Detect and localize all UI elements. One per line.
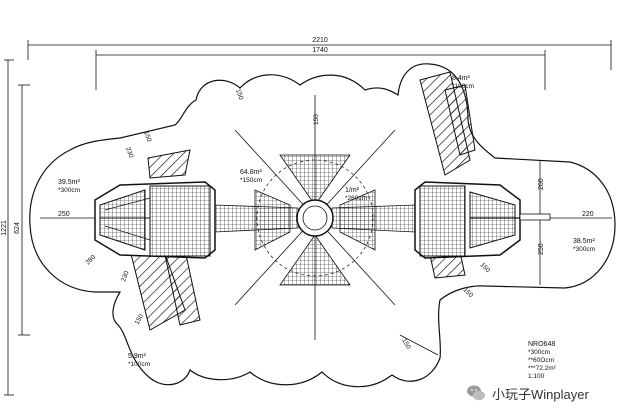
bottom-left-area-height: *100cm (128, 361, 150, 368)
title-block-line1: *300cm (528, 349, 550, 356)
right-ship-tower (414, 181, 551, 259)
title-block-line2: **60Ocm (528, 357, 554, 364)
center-area-height: *150cm (240, 177, 262, 184)
dimension-lines (4, 40, 612, 396)
radius-left: 250 (58, 211, 70, 218)
dim-150-top: 150 (313, 114, 320, 125)
dim-230-b: 230 (120, 270, 130, 283)
watermark: 小玩子Winplayer (466, 382, 589, 404)
left-ship-tower (94, 181, 216, 259)
dim-150-e: 150 (134, 313, 146, 326)
left-area-value: 39.5m² (58, 179, 80, 186)
bottom-left-area-value: 5.9m² (128, 353, 147, 360)
central-hub (296, 199, 334, 237)
center-area-value: 64.8m² (240, 169, 262, 176)
dim-overall-height: 1221 (1, 220, 8, 236)
dim-150-f: 150 (400, 338, 412, 351)
dim-150-c: 150 (479, 261, 492, 274)
dim-150-b: 150 (142, 130, 152, 143)
title-block: NRO648 *300cm **60Ocm ***72.2m² 1:100 (528, 341, 557, 380)
hub-area-height: *260cm (345, 195, 367, 202)
dim-150-d: 150 (462, 286, 475, 299)
radius-right: 220 (582, 211, 594, 218)
title-block-line3: ***72.2m² (528, 365, 557, 372)
radius-right-vertical-bottom: 250 (538, 243, 545, 255)
hub-area-value: 1/m² (345, 187, 360, 194)
dim-overall-width: 2210 (312, 37, 328, 44)
central-hub-inner (302, 205, 328, 231)
wechat-icon (467, 385, 485, 401)
top-right-area-height: *100cm (452, 83, 474, 90)
title-block-code: NRO648 (528, 341, 555, 348)
dim-150-a: 150 (234, 88, 244, 101)
dim-230-a: 230 (124, 146, 134, 159)
safety-zone-outline (29, 63, 616, 388)
left-area-height: *300cm (58, 187, 80, 194)
dim-280: 280 (84, 254, 97, 267)
radius-right-vertical-top: 260 (538, 178, 545, 190)
watermark-text: 小玩子Winplayer (492, 386, 589, 402)
dim-inner-height: 624 (14, 222, 21, 234)
right-area-height: *300cm (573, 246, 595, 253)
title-block-scale: 1:100 (528, 373, 545, 380)
right-area-value: 38.5m² (573, 238, 595, 245)
dim-inner-width: 1740 (312, 47, 328, 54)
top-right-area-value: 8.4m² (452, 75, 471, 82)
